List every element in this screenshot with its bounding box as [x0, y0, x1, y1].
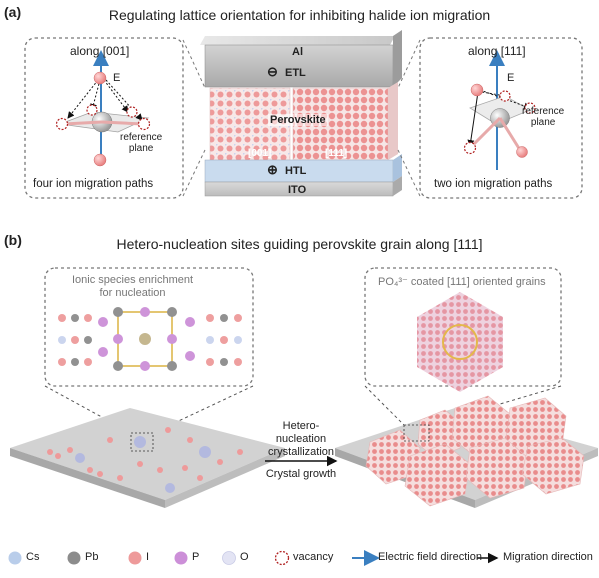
perovskite-label: Perovskite — [268, 114, 328, 126]
right-callout-graphic — [397, 37, 583, 199]
right-stack-label: [111] — [325, 148, 348, 159]
arrow-bottom-label: Crystal growth — [265, 468, 337, 480]
right-field-label: E — [507, 72, 515, 84]
device-stack-graphic — [200, 30, 402, 197]
htl-label: HTL — [285, 165, 307, 177]
left-plane-label: reference plane — [120, 132, 163, 154]
al-label: Al — [292, 46, 303, 58]
etl-label: ETL — [285, 67, 306, 79]
left-inset-label: Ionic species enrichment for nucleation — [72, 274, 194, 299]
legend-graphics — [8, 550, 499, 566]
legend-o: O — [240, 551, 249, 563]
left-direction-label: along [001] — [70, 44, 130, 58]
left-callout-graphic — [24, 37, 206, 199]
left-substrate-graphic — [10, 408, 285, 508]
legend-p: P — [192, 551, 200, 563]
legend-electric-field: Electric field direction — [378, 551, 482, 563]
right-substrate-graphic — [335, 395, 598, 508]
etl-sign-icon: ⊖ — [267, 64, 278, 79]
left-stack-label: [001] — [248, 148, 272, 159]
arrow-top-label: Hetero-nucleation crystallization — [267, 420, 335, 458]
right-direction-label: along [111] — [468, 44, 526, 58]
right-caption: two ion migration paths — [434, 178, 553, 190]
legend-vacancy: vacancy — [293, 551, 334, 563]
panel-b-label: (b) — [4, 232, 22, 248]
legend-cs: Cs — [26, 551, 40, 563]
htl-sign-icon: ⊕ — [267, 162, 278, 177]
legend-migration: Migration direction — [503, 551, 593, 563]
panel-a-title: Regulating lattice orientation for inhib… — [108, 7, 491, 23]
left-field-label: E — [113, 72, 121, 84]
legend-i: I — [146, 551, 150, 563]
panel-b-title: Hetero-nucleation sites guiding perovski… — [116, 236, 483, 252]
left-caption: four ion migration paths — [33, 178, 154, 190]
right-inset-label: PO₄³⁻ coated [111] oriented grains — [378, 276, 546, 288]
legend-pb: Pb — [85, 551, 99, 563]
right-plane-label: reference plane — [522, 106, 565, 128]
panel-a-label: (a) — [4, 4, 22, 20]
left-inset-graphic — [44, 267, 254, 434]
right-inset-graphic — [364, 267, 562, 426]
ito-label: ITO — [288, 184, 307, 196]
